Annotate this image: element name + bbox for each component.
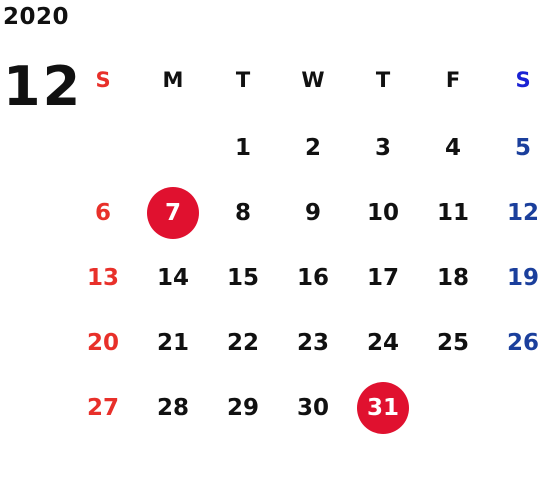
day-cell: 13 — [68, 245, 138, 310]
day-cell — [68, 115, 138, 180]
day-cell: 18 — [418, 245, 488, 310]
day-cell: 12 — [488, 180, 548, 245]
day-number-highlighted: 7 — [147, 186, 199, 239]
day-cell — [488, 375, 548, 440]
weekday-header-fri: F — [445, 68, 461, 92]
day-cell: 23 — [278, 310, 348, 375]
day-cell — [418, 375, 488, 440]
day-number: 27 — [86, 394, 119, 421]
day-cell: 26 — [488, 310, 548, 375]
day-number: 26 — [506, 329, 539, 356]
weekday-header-thu: T — [375, 68, 391, 92]
day-number: 20 — [86, 329, 119, 356]
day-number-highlighted: 31 — [357, 381, 409, 434]
day-number: 8 — [234, 199, 251, 226]
day-number: 15 — [226, 264, 259, 291]
day-cell: 14 — [138, 245, 208, 310]
day-number: 24 — [366, 329, 399, 356]
day-number: 1 — [234, 134, 251, 161]
day-cell: 3 — [348, 115, 418, 180]
day-cell: 4 — [418, 115, 488, 180]
day-cell: 27 — [68, 375, 138, 440]
day-cell: 22 — [208, 310, 278, 375]
month-number: 12 — [3, 55, 83, 118]
day-cell: 5 — [488, 115, 548, 180]
weekday-header-sun: S — [95, 68, 111, 92]
day-cell-highlighted: 31 — [348, 375, 418, 440]
day-cell: 29 — [208, 375, 278, 440]
day-cell: 6 — [68, 180, 138, 245]
day-number: 28 — [156, 394, 189, 421]
weekday-header-tue: T — [235, 68, 251, 92]
day-cell: 20 — [68, 310, 138, 375]
day-cell: 2 — [278, 115, 348, 180]
day-cell: 28 — [138, 375, 208, 440]
calendar-grid: S M T W T F S 1 2 3 4 5 6 7 8 9 10 11 12… — [68, 45, 548, 440]
day-number: 9 — [304, 199, 321, 226]
day-number: 6 — [94, 199, 111, 226]
day-cell: 10 — [348, 180, 418, 245]
day-number: 14 — [156, 264, 189, 291]
day-number: 11 — [436, 199, 469, 226]
day-cell: 17 — [348, 245, 418, 310]
day-number: 3 — [374, 134, 391, 161]
day-number: 29 — [226, 394, 259, 421]
day-number: 13 — [86, 264, 119, 291]
day-number: 23 — [296, 329, 329, 356]
day-cell — [138, 115, 208, 180]
day-number: 18 — [436, 264, 469, 291]
day-number: 10 — [366, 199, 399, 226]
day-cell: 19 — [488, 245, 548, 310]
day-number: 4 — [444, 134, 461, 161]
day-cell: 15 — [208, 245, 278, 310]
day-number: 22 — [226, 329, 259, 356]
day-cell: 8 — [208, 180, 278, 245]
day-cell: 25 — [418, 310, 488, 375]
day-cell: 24 — [348, 310, 418, 375]
day-cell: 21 — [138, 310, 208, 375]
weekday-header-sat: S — [515, 68, 531, 92]
day-cell: 11 — [418, 180, 488, 245]
day-cell: 9 — [278, 180, 348, 245]
day-number: 16 — [296, 264, 329, 291]
day-number: 25 — [436, 329, 469, 356]
weekday-header-mon: M — [162, 68, 184, 92]
day-number: 17 — [366, 264, 399, 291]
day-number: 12 — [506, 199, 539, 226]
day-cell: 16 — [278, 245, 348, 310]
day-number: 30 — [296, 394, 329, 421]
day-number: 21 — [156, 329, 189, 356]
day-cell: 30 — [278, 375, 348, 440]
day-number: 19 — [506, 264, 539, 291]
weekday-header-wed: W — [301, 68, 325, 92]
day-cell: 1 — [208, 115, 278, 180]
day-number: 2 — [304, 134, 321, 161]
day-number: 5 — [514, 134, 531, 161]
day-cell-highlighted: 7 — [138, 180, 208, 245]
year-label: 2020 — [3, 4, 70, 30]
